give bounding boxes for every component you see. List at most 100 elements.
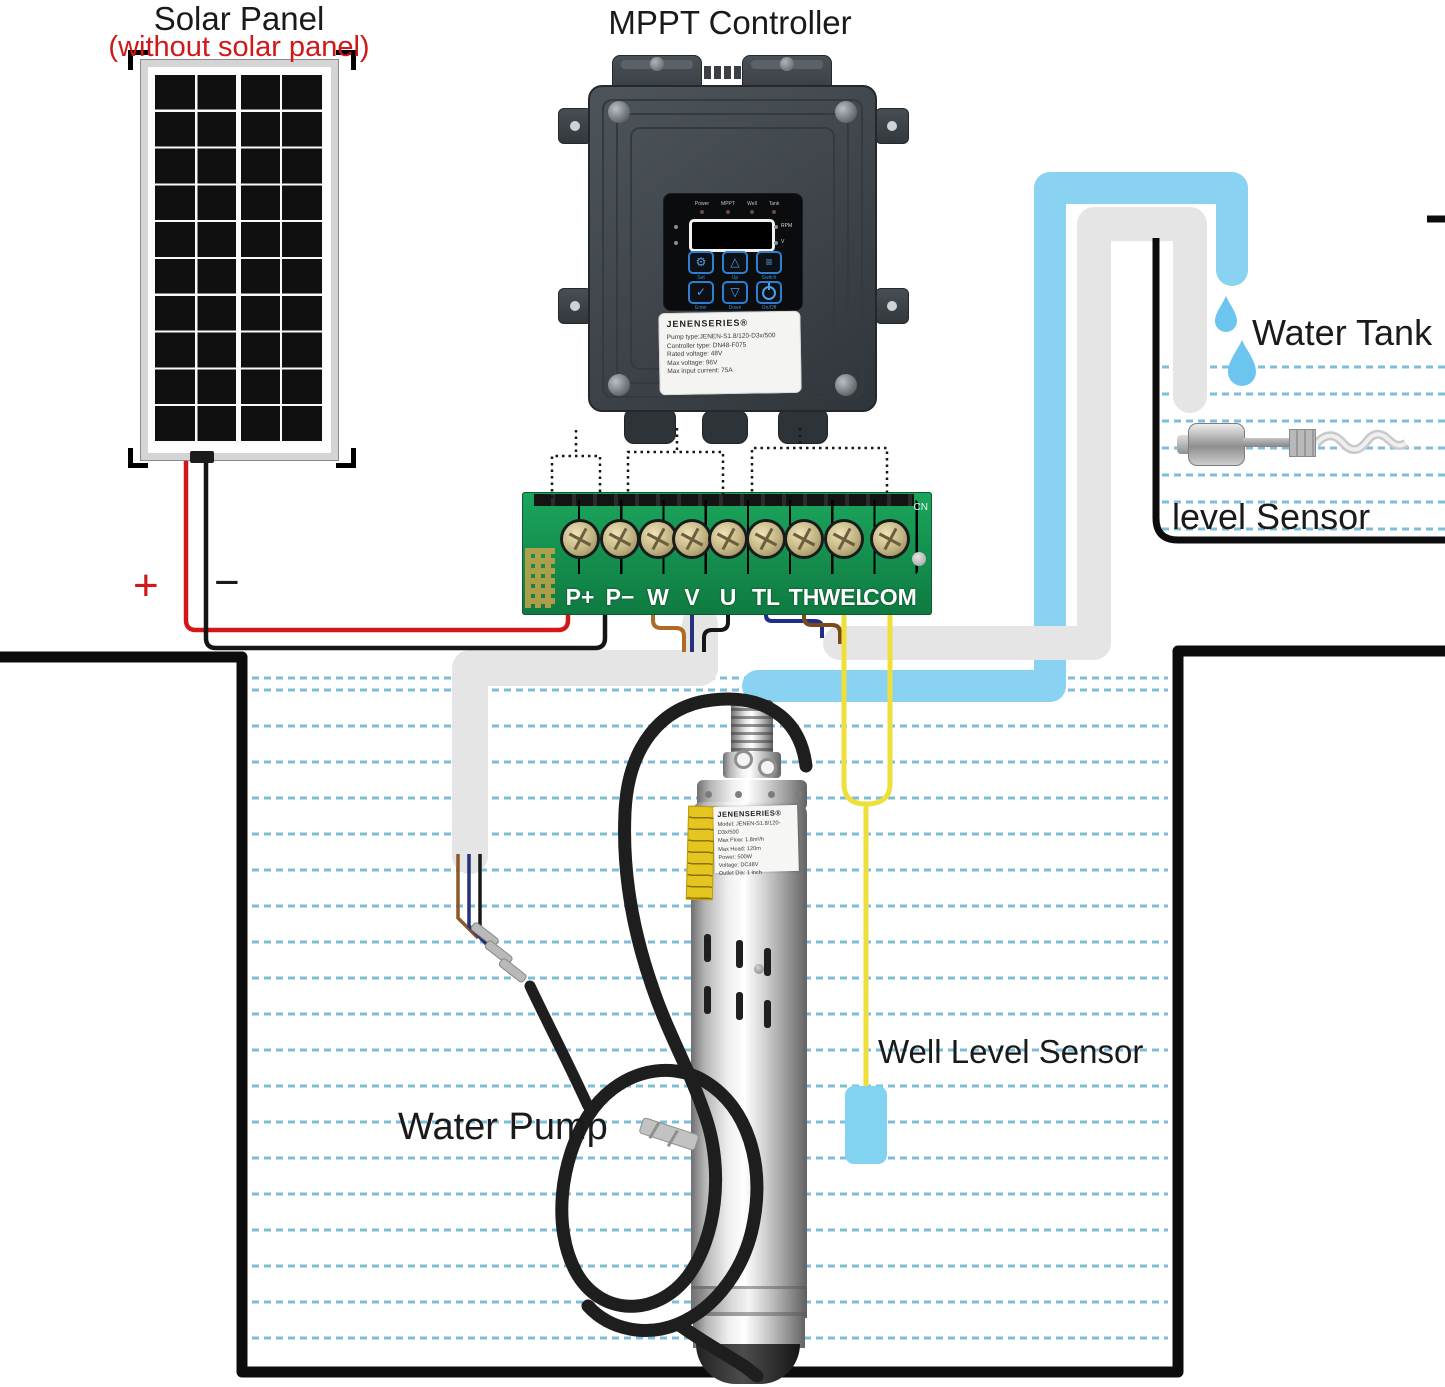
positive-symbol: + bbox=[133, 561, 159, 610]
ear-hole bbox=[887, 301, 897, 311]
wire-u bbox=[702, 612, 730, 652]
set-button[interactable]: ⚙ Set bbox=[688, 251, 714, 281]
flange-bolt bbox=[795, 791, 802, 798]
vent-slot bbox=[736, 992, 743, 1020]
cable-gland bbox=[624, 408, 676, 444]
ear-hole bbox=[887, 121, 897, 131]
controller-mount-ear bbox=[558, 288, 592, 324]
led-label: MPPT bbox=[721, 201, 735, 207]
terminal-screw[interactable] bbox=[675, 522, 709, 556]
menu-icon: ≡ bbox=[765, 255, 773, 269]
indicator-dot bbox=[774, 225, 778, 229]
button-label: Enter bbox=[695, 305, 707, 311]
outlet-pipe bbox=[823, 207, 1207, 660]
terminal-label-p-plus: P+ bbox=[565, 584, 595, 610]
float-switch-nut bbox=[1289, 429, 1316, 457]
float-switch-tip bbox=[1177, 435, 1191, 454]
well-float-sensor bbox=[845, 1086, 887, 1164]
mppt-controller-title: MPPT Controller bbox=[608, 4, 852, 41]
status-led bbox=[750, 210, 754, 214]
panel-corner-bracket bbox=[128, 448, 148, 468]
vent-slot bbox=[704, 986, 711, 1014]
seven-segment-display bbox=[689, 219, 775, 252]
terminal-label-th: TH bbox=[788, 584, 820, 610]
terminal-screw[interactable] bbox=[873, 522, 907, 556]
panel-corner-bracket bbox=[128, 50, 148, 70]
case-screw bbox=[608, 101, 630, 123]
down-button[interactable]: ▽ Down bbox=[722, 281, 748, 311]
solar-panel bbox=[140, 59, 339, 461]
terminal-label-p-minus: P− bbox=[605, 584, 635, 610]
indicator-dot bbox=[674, 225, 678, 229]
terminal-label-w: W bbox=[647, 584, 669, 610]
panel-corner-bracket bbox=[336, 448, 356, 468]
flange-bolt bbox=[705, 791, 712, 798]
terminal-screw[interactable] bbox=[563, 522, 597, 556]
wiring-guide-dotted-lines bbox=[550, 428, 889, 498]
terminal-screw[interactable] bbox=[603, 522, 637, 556]
bezel-ridge bbox=[602, 99, 863, 398]
cable-clamp bbox=[639, 1117, 699, 1151]
button-label: On/Off bbox=[761, 305, 777, 311]
tank-outline bbox=[1152, 238, 1445, 544]
water-pump-label: Water Pump bbox=[398, 1106, 608, 1148]
pump-screw bbox=[754, 964, 764, 974]
water-tank-label: Water Tank bbox=[1252, 312, 1433, 353]
water-drop-icon bbox=[1215, 296, 1237, 332]
case-screw bbox=[835, 374, 857, 396]
up-button[interactable]: △ Up bbox=[722, 251, 748, 281]
switch-button[interactable]: ≡ Switch bbox=[756, 251, 782, 281]
down-triangle-icon: ▽ bbox=[730, 285, 740, 299]
controller-mount-ear bbox=[558, 108, 592, 144]
terminal-label-tl: TL bbox=[751, 584, 781, 610]
ear-hole bbox=[570, 301, 580, 311]
button-label: Set bbox=[697, 275, 705, 281]
vent-slot bbox=[764, 948, 771, 976]
controller-top-tab bbox=[734, 66, 741, 79]
controller-display-panel: Power MPPT Well Tank RPM V ⚙ Set △ Up ≡ … bbox=[663, 193, 803, 311]
solar-panel-title: Solar Panel bbox=[153, 0, 325, 37]
terminal-label-com: COM bbox=[863, 584, 917, 610]
up-triangle-icon: △ bbox=[730, 255, 740, 269]
negative-symbol: − bbox=[214, 558, 240, 607]
led-label: Well bbox=[747, 201, 757, 207]
flange-bolt bbox=[768, 791, 775, 798]
cable-gland bbox=[778, 408, 828, 444]
terminal-label-wel: WEL bbox=[818, 584, 870, 610]
panel-corner-bracket bbox=[336, 50, 356, 70]
terminal-screw[interactable] bbox=[787, 522, 821, 556]
enter-button[interactable]: ✓ Enter bbox=[688, 281, 714, 311]
vent-slot bbox=[704, 934, 711, 962]
terminal-screw[interactable] bbox=[711, 522, 745, 556]
controller-top-tab bbox=[704, 66, 711, 79]
status-led bbox=[726, 210, 730, 214]
led-label: Power bbox=[694, 201, 710, 207]
clamp-bolt bbox=[780, 57, 794, 71]
status-led bbox=[700, 210, 704, 214]
terminal-screw[interactable] bbox=[749, 522, 783, 556]
lifting-eye bbox=[734, 750, 753, 769]
solar-panel-cells bbox=[155, 75, 324, 443]
cable-gland bbox=[702, 410, 748, 444]
power-icon bbox=[762, 286, 776, 300]
well-level-sensor-label: Well Level Sensor bbox=[878, 1033, 1144, 1070]
flange-bolt bbox=[735, 791, 742, 798]
terminal-screw[interactable] bbox=[827, 522, 861, 556]
terminal-screw[interactable] bbox=[641, 522, 675, 556]
water-flow-pipe bbox=[742, 172, 1248, 702]
button-label: Switch bbox=[761, 275, 777, 281]
pump-wire-conduit bbox=[452, 606, 718, 874]
water-drop-icon bbox=[1228, 340, 1256, 386]
controller-mount-ear bbox=[875, 288, 909, 324]
status-led bbox=[772, 210, 776, 214]
pcb-mount-hole bbox=[912, 552, 926, 566]
led-label: Tank bbox=[768, 201, 780, 207]
terminal-label-u: U bbox=[719, 584, 737, 610]
float-switch-rod bbox=[1243, 438, 1291, 447]
crimp-connectors bbox=[470, 922, 527, 983]
power-button[interactable]: On/Off bbox=[756, 281, 782, 311]
wire-th bbox=[802, 612, 842, 644]
gear-icon: ⚙ bbox=[695, 255, 707, 269]
